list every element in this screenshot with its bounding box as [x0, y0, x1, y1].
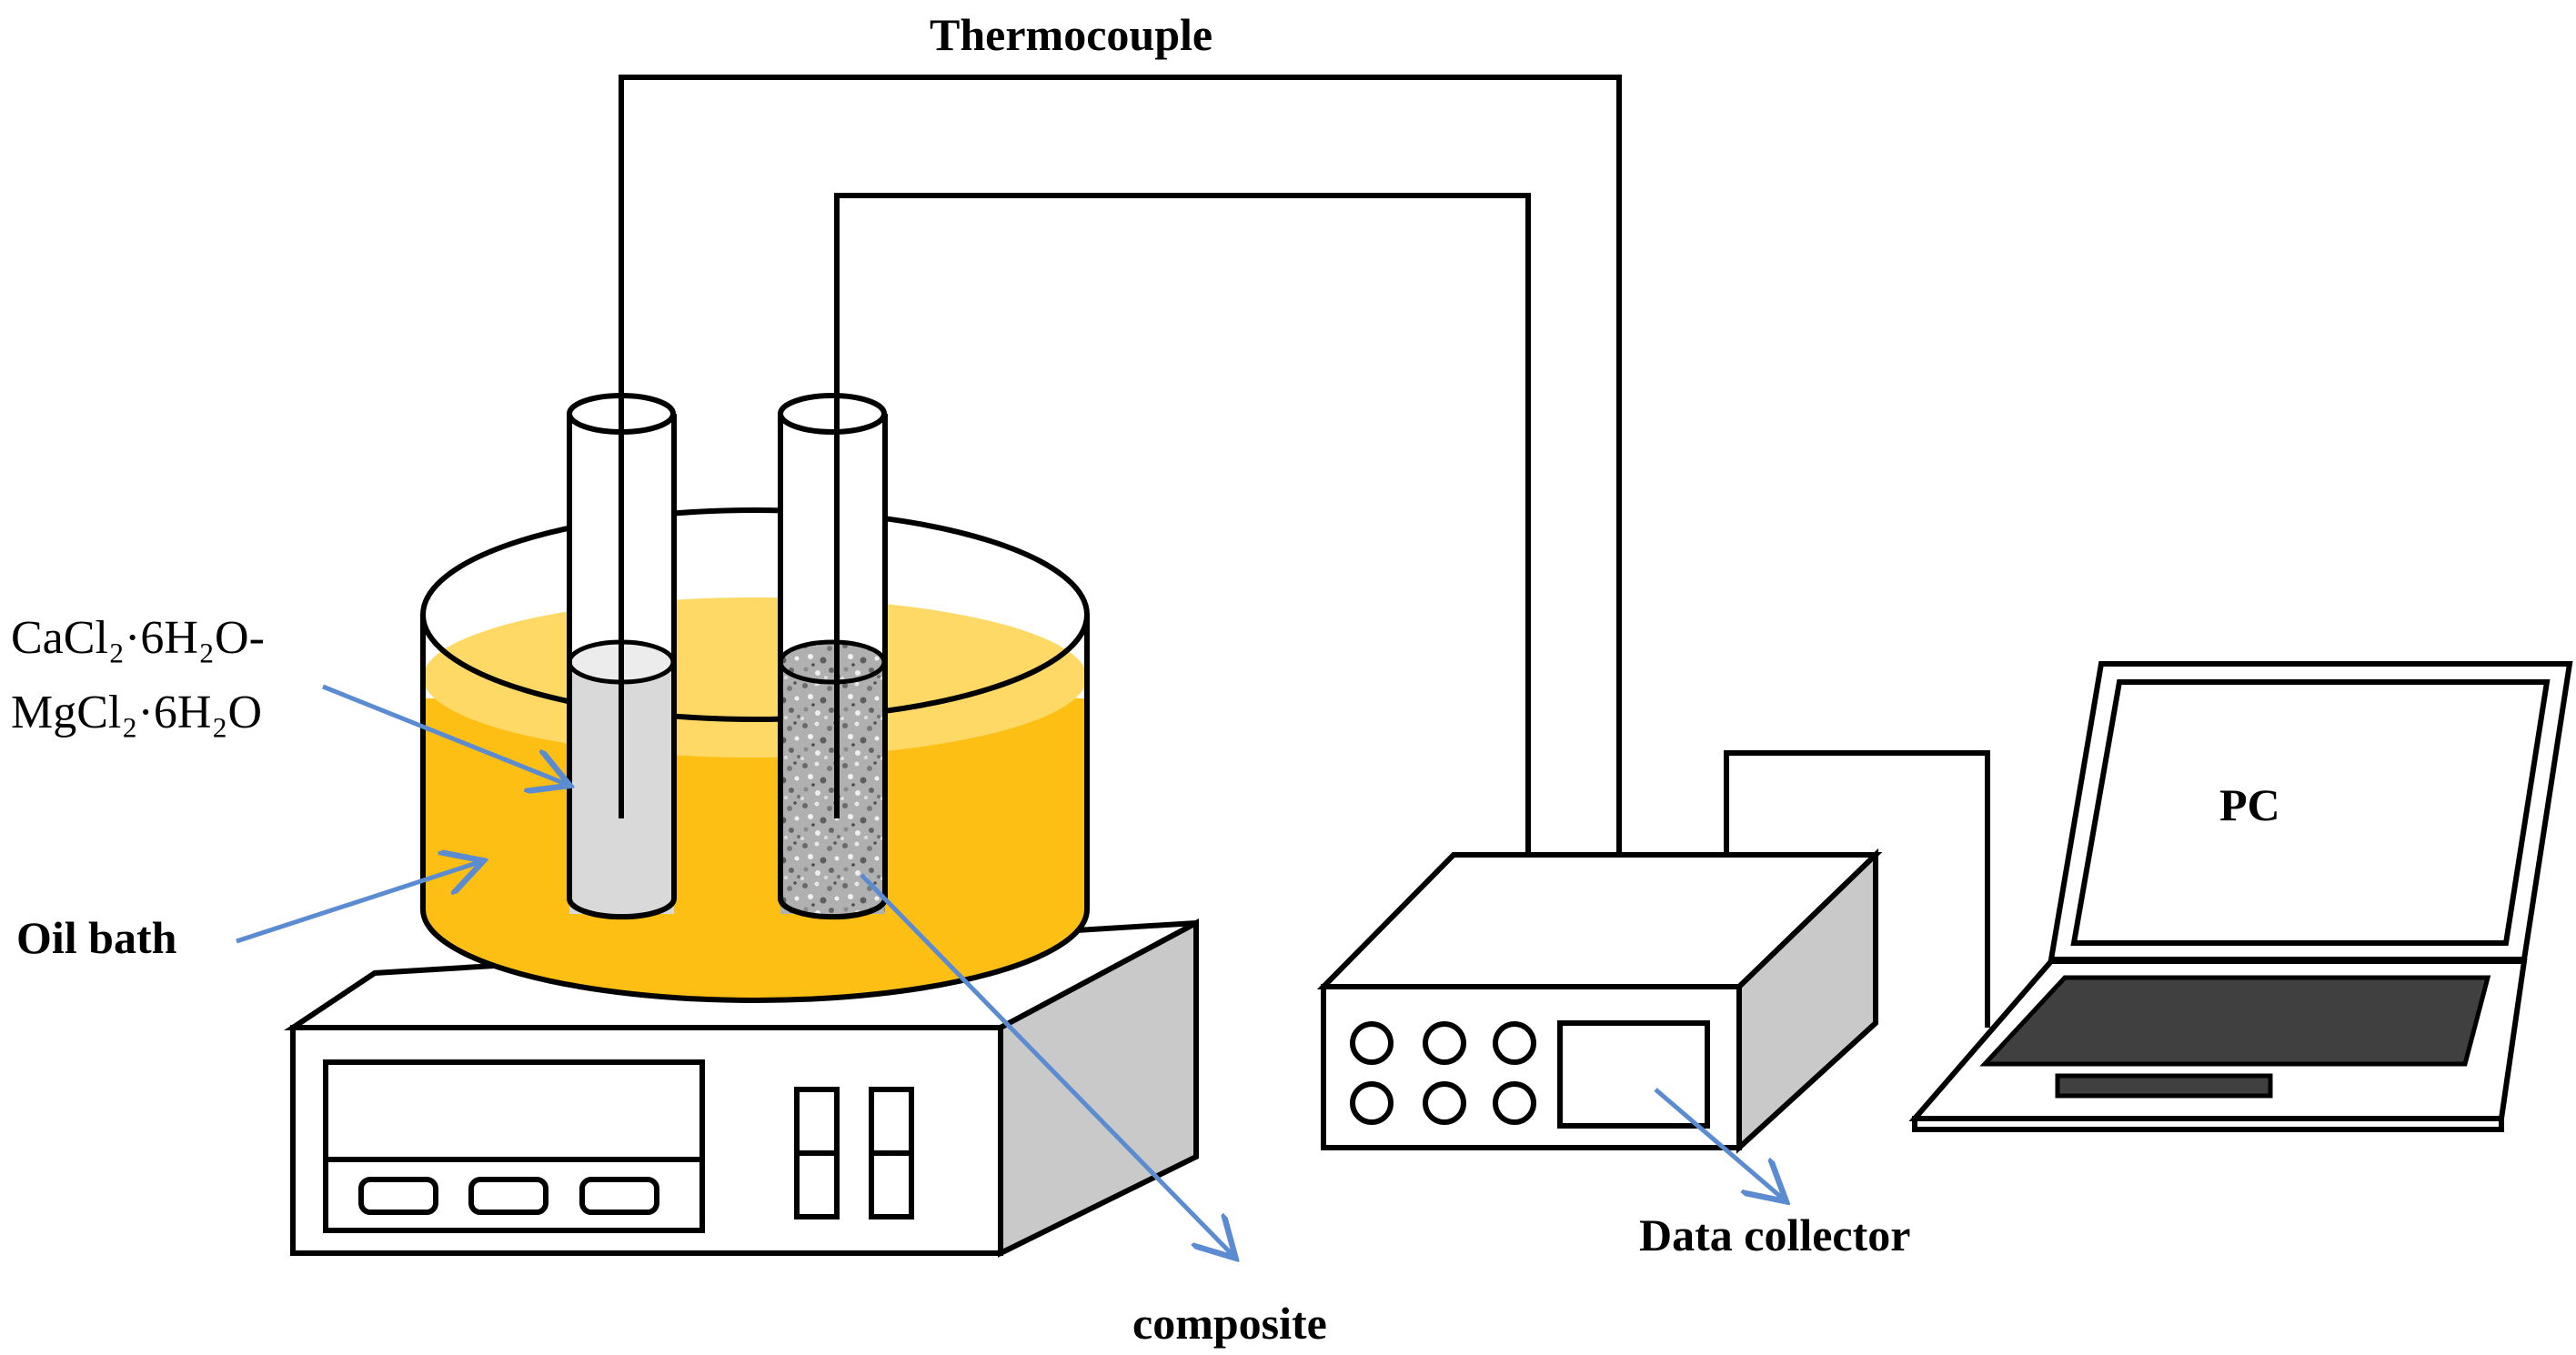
oil-bath-label: Oil bath — [16, 912, 177, 963]
hot-plate-display — [323, 1059, 705, 1163]
pcm-arrow — [322, 684, 566, 784]
hot-plate-button-3 — [579, 1177, 659, 1215]
pcm-label-line1: CaCl₂·6H₂O- — [11, 612, 265, 664]
laptop-keyboard — [1979, 975, 2491, 1067]
thermocouple-wire-1 — [619, 75, 1622, 855]
hot-plate — [284, 918, 1199, 1258]
knob-1 — [1350, 1021, 1394, 1065]
oil-bath-beaker — [420, 507, 1090, 1000]
laptop-touchpad — [2055, 1073, 2273, 1099]
pc-label: PC — [2219, 779, 2280, 830]
knob-3 — [1493, 1021, 1536, 1065]
thermocouple-wire-2 — [834, 193, 1531, 855]
thermocouple-wires — [619, 75, 1990, 1028]
laptop-base-front — [1912, 1116, 2504, 1132]
knob-5 — [1423, 1081, 1466, 1125]
laptop-screen — [2070, 679, 2551, 946]
knob-4 — [1350, 1081, 1394, 1125]
hot-plate-button-2 — [468, 1177, 548, 1215]
data-collector — [1316, 848, 1883, 1154]
knob-6 — [1493, 1081, 1536, 1125]
data-collector-arrow — [1654, 1088, 1783, 1199]
pc-cable — [1724, 750, 1990, 1028]
beaker-outline — [420, 615, 1090, 1003]
knob-2 — [1423, 1021, 1466, 1065]
hot-plate-button-1 — [358, 1177, 438, 1215]
thermocouple-label: Thermocouple — [930, 9, 1213, 60]
oil-bath-arrow — [236, 862, 479, 944]
data-collector-screen — [1557, 1020, 1710, 1129]
composite-arrow — [860, 873, 1233, 1255]
data-collector-label: Data collector — [1639, 1209, 1910, 1260]
composite-label: composite — [1132, 1298, 1327, 1349]
oil-surface — [423, 597, 1087, 758]
pointer-arrows — [236, 684, 1783, 1255]
laptop — [1908, 661, 2573, 1132]
test-tube-composite — [778, 393, 888, 920]
composite-sample — [780, 662, 885, 914]
pcm-label-line2: MgCl₂·6H₂O — [11, 687, 262, 738]
